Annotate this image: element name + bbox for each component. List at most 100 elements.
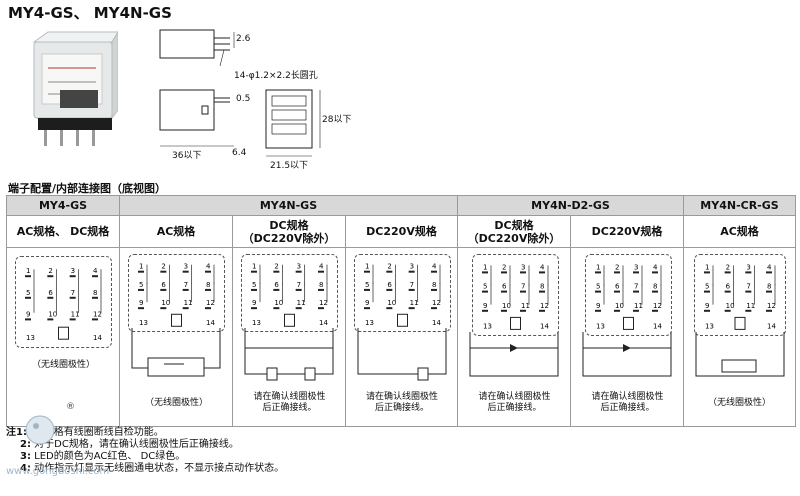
terminal-pin (92, 275, 98, 278)
terminal-number: 4 (206, 263, 211, 271)
terminal-pin (69, 275, 76, 278)
terminal-pin (766, 309, 772, 312)
terminal-number: 7 (71, 289, 75, 297)
diagram-caption: 请在确认线圈极性 后正确接线。 (591, 392, 664, 413)
terminal-number: 7 (746, 283, 750, 291)
terminal-number: 7 (297, 281, 301, 289)
terminal-number: 1 (596, 263, 600, 271)
terminal-pin (431, 270, 437, 273)
terminal-number: 5 (252, 281, 256, 289)
coil-terminal-number: 14 (653, 323, 662, 331)
terminal-number: 1 (365, 263, 369, 271)
terminal-pin (386, 270, 393, 273)
terminal-number: 2 (274, 263, 278, 271)
terminal-pin (295, 288, 302, 291)
terminal-pin (47, 318, 54, 321)
terminal-pin (364, 288, 370, 291)
coil-symbol (734, 316, 746, 330)
terminal-number: 9 (252, 299, 256, 307)
terminal-number: 3 (521, 263, 525, 271)
terminal-pin (160, 307, 167, 310)
terminal-number: 12 (540, 302, 549, 310)
terminal-pin (92, 296, 98, 299)
terminal-pin (318, 270, 324, 273)
terminal-number: 8 (767, 283, 771, 291)
terminal-number: 9 (26, 310, 30, 318)
diagram-caption: 请在确认线圈极性 后正确接线。 (365, 392, 438, 413)
terminal-number: 10 (615, 302, 624, 310)
terminal-pin (595, 290, 601, 293)
terminal-number: 4 (540, 263, 545, 271)
terminal-pin (251, 270, 257, 273)
terminal-pin (431, 307, 437, 310)
terminal-pin (539, 290, 545, 293)
terminal-number: 8 (432, 281, 436, 289)
coil-terminal-number: 14 (206, 319, 215, 327)
terminal-number: 9 (483, 302, 487, 310)
terminal-number: 5 (483, 283, 487, 291)
coil-symbol (397, 313, 408, 327)
terminal-pin (724, 290, 731, 293)
terminal-number: 5 (365, 281, 369, 289)
terminal-number: 3 (746, 263, 750, 271)
terminal-pin (25, 296, 31, 299)
terminal-pin (295, 270, 302, 273)
terminal-number: 11 (71, 310, 80, 318)
terminal-number: 6 (502, 283, 507, 291)
terminal-pin (745, 290, 752, 293)
terminal-number: 10 (161, 299, 170, 307)
col-header-2: AC规格 (120, 216, 233, 248)
terminal-number: 5 (139, 281, 143, 289)
terminal-number: 3 (71, 267, 75, 275)
terminal-pin (182, 307, 189, 310)
terminal-number: 8 (319, 281, 323, 289)
terminal-pin (138, 270, 144, 273)
terminal-number: 11 (184, 299, 193, 307)
col-header-3: DC规格 （DC220V除外） (233, 216, 346, 248)
terminal-pin (47, 275, 54, 278)
terminal-pin (431, 288, 437, 291)
note-3: 3: LED的颜色为AC红色、 DC绿色。 (20, 451, 186, 462)
col-header-7: AC规格 (684, 216, 795, 248)
terminal-pin (318, 307, 324, 310)
terminal-number: 8 (206, 281, 210, 289)
diagram-caption: （无线圈极性） (707, 398, 771, 408)
coil-terminal-number: 14 (319, 319, 328, 327)
terminal-pin (633, 271, 639, 274)
terminal-pin (69, 318, 76, 321)
dim-21-5: 21.5以下 (270, 161, 309, 171)
terminal-number: 8 (540, 283, 544, 291)
terminal-number: 12 (93, 310, 102, 318)
terminal-number: 12 (319, 299, 328, 307)
terminal-pin (539, 271, 545, 274)
terminal-number: 9 (365, 299, 369, 307)
terminal-pin (205, 307, 211, 310)
terminal-pin (25, 275, 31, 278)
terminal-number: 10 (502, 302, 511, 310)
coil-symbol (284, 313, 295, 327)
diagram-caption: （无线圈极性） (31, 360, 95, 370)
terminal-number: 7 (521, 283, 525, 291)
terminal-number: 10 (726, 302, 735, 310)
terminal-pin (520, 309, 526, 312)
terminal-pin (251, 307, 257, 310)
terminal-number: 2 (48, 267, 52, 275)
terminal-pin (595, 271, 601, 274)
terminal-number: 2 (502, 263, 506, 271)
terminal-number: 4 (93, 267, 98, 275)
terminal-pin (652, 290, 658, 293)
terminal-pin (273, 288, 280, 291)
group-my4n-d2-gs: MY4N-D2-GS (458, 196, 684, 216)
terminal-pin (614, 271, 620, 274)
coil-terminal-number: 14 (767, 323, 776, 331)
coil-symbol (510, 316, 521, 330)
terminal-number: 6 (161, 281, 166, 289)
